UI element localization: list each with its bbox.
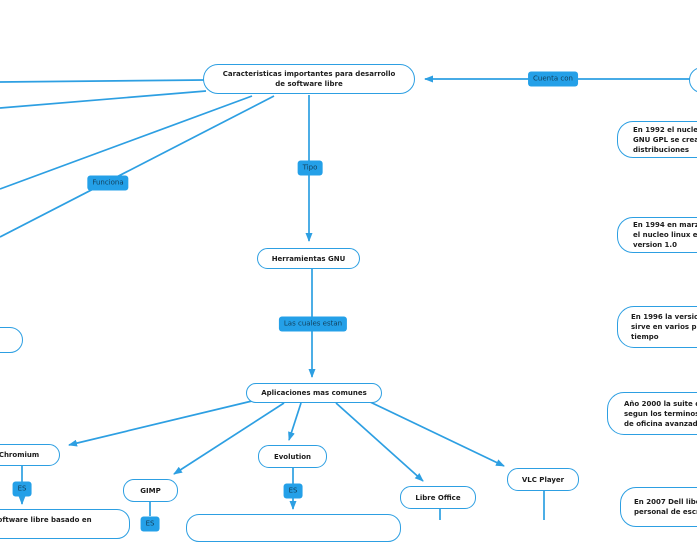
node-text-line: el nucleo linux es <box>633 231 697 239</box>
node-text-line: Año 2000 la suite de <box>624 399 697 408</box>
node-text-line: tiempo <box>631 333 659 341</box>
node-text-line: sirve en varios proc <box>631 323 697 331</box>
edge-label-cuenta-con[interactable]: Cuenta con <box>528 71 578 87</box>
node-text-line: VLC Player <box>521 475 565 484</box>
edge-label-es-evolution[interactable]: ES <box>283 483 303 499</box>
node-text-line: Aplicaciones mas comunes <box>261 389 367 397</box>
node-gimp[interactable]: GIMP <box>123 479 178 502</box>
node-aplicaciones-mas-comunes[interactable]: Aplicaciones mas comunes <box>246 383 382 403</box>
mindmap-canvas: Caracteristicas importantes para desarro… <box>0 64 697 542</box>
node-left-edge-stub[interactable] <box>0 327 23 353</box>
node-text-line: de software libre <box>275 80 343 88</box>
edge-aplicaciones-evolution <box>288 402 302 441</box>
edge-label-funciona[interactable]: Funciona <box>87 175 129 191</box>
edge-offleft-1-main <box>0 79 205 83</box>
node-text-line: segun los terminos <box>624 409 697 418</box>
edge-label-es-gimp[interactable]: ES <box>140 516 160 532</box>
edge-offleft-funciona-main <box>0 95 275 238</box>
node-text-line: distribuciones <box>633 145 690 154</box>
node-text-line: Herramientas GNU <box>271 254 346 263</box>
edge-aplicaciones-vlc <box>367 400 505 467</box>
node-text-line: personal de escritorio <box>634 508 697 516</box>
edge-offleft-2-main <box>0 90 207 109</box>
node-libre-office[interactable]: Libre Office <box>400 486 476 509</box>
edge-label-tipo[interactable]: Tipo <box>297 160 323 176</box>
node-text-line: En 1992 el nucleo <box>633 125 697 134</box>
node-text-line: software libre basado en <box>0 516 92 524</box>
node-text-line: GIMP <box>140 486 161 495</box>
node-text-line: Chromium <box>0 451 40 459</box>
node-text-line: En 1996 la version <box>631 313 697 321</box>
node-vlc-player[interactable]: VLC Player <box>507 468 579 491</box>
node-software-libre-basado[interactable]: software libre basado en <box>0 509 130 539</box>
node-text-line: GNU GPL se crean <box>633 135 697 144</box>
node-text-line: Caracteristicas importantes para desarro… <box>222 70 396 78</box>
edge-aplicaciones-gimp <box>173 402 285 475</box>
edge-label-las-cuales-estan[interactable]: Las cuales estan <box>278 316 348 332</box>
edge-aplicaciones-chromium <box>68 400 253 447</box>
edge-aplicaciones-libre-office <box>335 402 424 482</box>
node-bottom-center-stub[interactable] <box>186 514 401 542</box>
node-text-line: Libre Office <box>415 493 461 502</box>
edge-offleft-3-main <box>0 95 253 190</box>
node-text-line: En 2007 Dell libera <box>634 498 697 506</box>
node-evolution[interactable]: Evolution <box>258 445 327 468</box>
node-hito-2007[interactable]: En 2007 Dell libera personal de escritori… <box>620 487 697 527</box>
node-chromium[interactable]: Chromium <box>0 444 60 466</box>
node-text-line: version 1.0 <box>633 241 677 249</box>
edge-label-es-chromium[interactable]: ES <box>12 481 32 497</box>
node-hito-1996[interactable]: En 1996 la version sirve en varios proc ti… <box>617 306 697 348</box>
node-herramientas-gnu[interactable]: Herramientas GNU <box>257 248 360 269</box>
node-text-line: En 1994 en marzo <box>633 221 697 229</box>
node-hito-1994[interactable]: En 1994 en marzo el nucleo linux es versio… <box>617 217 697 253</box>
node-main-topic[interactable]: Caracteristicas importantes para desarro… <box>203 64 415 94</box>
node-text-line: Evolution <box>273 452 312 461</box>
node-text-line: de oficina avanzada <box>624 419 697 428</box>
